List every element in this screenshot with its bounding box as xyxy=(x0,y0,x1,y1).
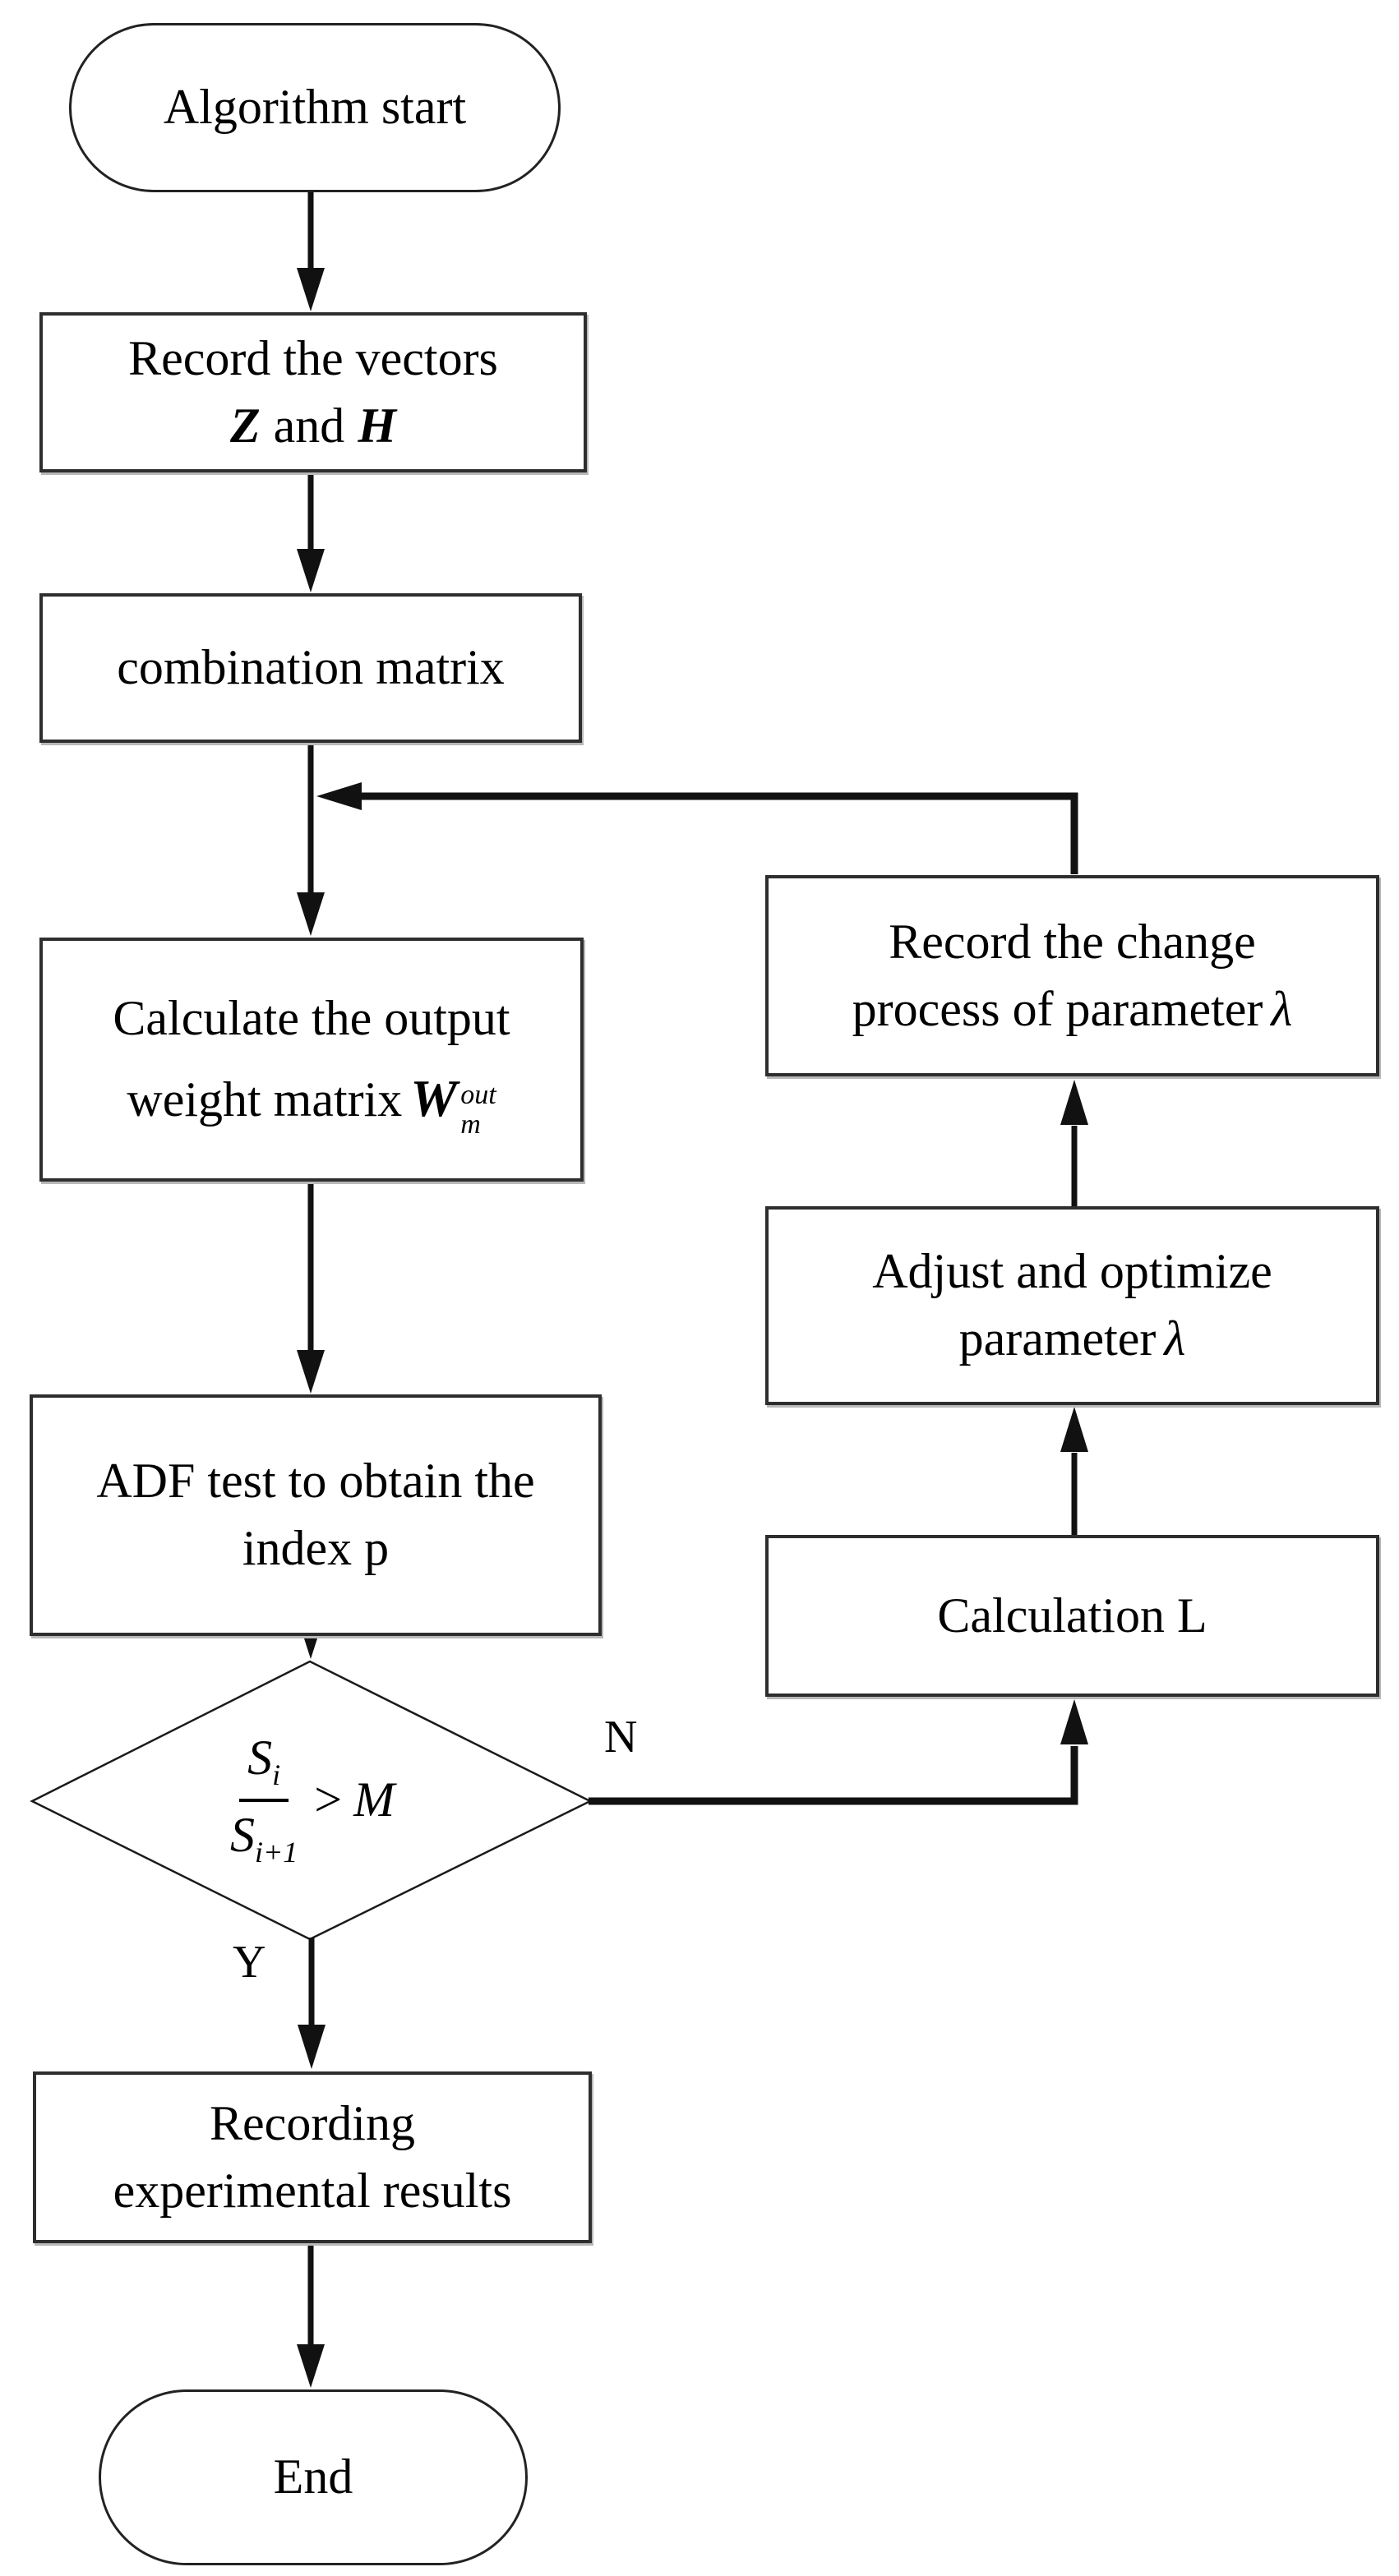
edge-label-yes: Y xyxy=(233,1937,266,1988)
node-calculation-l: Calculation L xyxy=(765,1535,1379,1697)
arrowhead-combination-calculate xyxy=(297,892,325,936)
weight-matrix-symbol: W xyxy=(410,1069,458,1128)
vector-h: H xyxy=(358,398,396,453)
adjust-line2-text: parameter xyxy=(958,1311,1157,1366)
recording-line1: Recording xyxy=(210,2095,415,2150)
start-label: Algorithm start xyxy=(163,80,467,135)
arrowhead-adjust-recordchange xyxy=(1060,1080,1088,1125)
arrowhead-start-record xyxy=(297,268,325,311)
vector-z: Z xyxy=(230,398,261,453)
calculate-line1: Calculate the output xyxy=(113,990,510,1045)
record-change-line1: Record the change xyxy=(889,914,1256,969)
adjust-line1: Adjust and optimize xyxy=(872,1244,1272,1299)
fraction-numerator: Si xyxy=(239,1730,289,1802)
recording-line2: experimental results xyxy=(113,2163,512,2218)
calculate-line2-text: weight matrix xyxy=(127,1072,403,1127)
arrowhead-no-branch xyxy=(1060,1699,1088,1744)
adf-line1: ADF test to obtain the xyxy=(96,1454,535,1509)
no-branch-line xyxy=(589,1746,1078,1805)
adf-line2: index p xyxy=(242,1521,390,1575)
node-adf-test: ADF test to obtain the index p xyxy=(30,1394,602,1636)
arrowhead-recording-end xyxy=(297,2344,325,2388)
node-end: End xyxy=(99,2389,528,2565)
arrowhead-decision-recording xyxy=(298,2025,326,2069)
formula-fraction: Si Si+1 xyxy=(230,1730,298,1869)
combination-label: combination matrix xyxy=(117,640,505,695)
record-vectors-conj: and xyxy=(273,398,345,453)
record-change-line2-text: process of parameter xyxy=(852,981,1263,1036)
edge-label-no: N xyxy=(604,1712,638,1763)
record-vectors-line1: Record the vectors xyxy=(128,330,498,385)
fraction-denominator: Si+1 xyxy=(229,1808,298,1869)
weight-matrix-sub: m xyxy=(460,1108,481,1140)
adjust-lambda: λ xyxy=(1164,1311,1186,1366)
record-change-lambda: λ xyxy=(1271,981,1293,1036)
decision-formula: Si Si+1 > M xyxy=(115,1703,510,1896)
formula-threshold: M xyxy=(353,1772,395,1827)
loopback-line xyxy=(360,792,1078,874)
arrowhead-calculate-adf xyxy=(297,1350,325,1394)
arrowhead-loopback xyxy=(316,782,362,810)
node-algorithm-start: Algorithm start xyxy=(69,23,561,192)
arrowhead-calcl-adjust xyxy=(1060,1407,1088,1452)
weight-matrix-sup: out xyxy=(460,1079,496,1110)
formula-operator: > xyxy=(314,1772,343,1827)
end-label: End xyxy=(273,2449,353,2505)
node-combination-matrix: combination matrix xyxy=(39,593,582,743)
arrowhead-record-combination xyxy=(297,549,325,592)
calculation-l-label: Calculation L xyxy=(937,1588,1207,1643)
node-recording-results: Recording experimental results xyxy=(33,2071,592,2243)
